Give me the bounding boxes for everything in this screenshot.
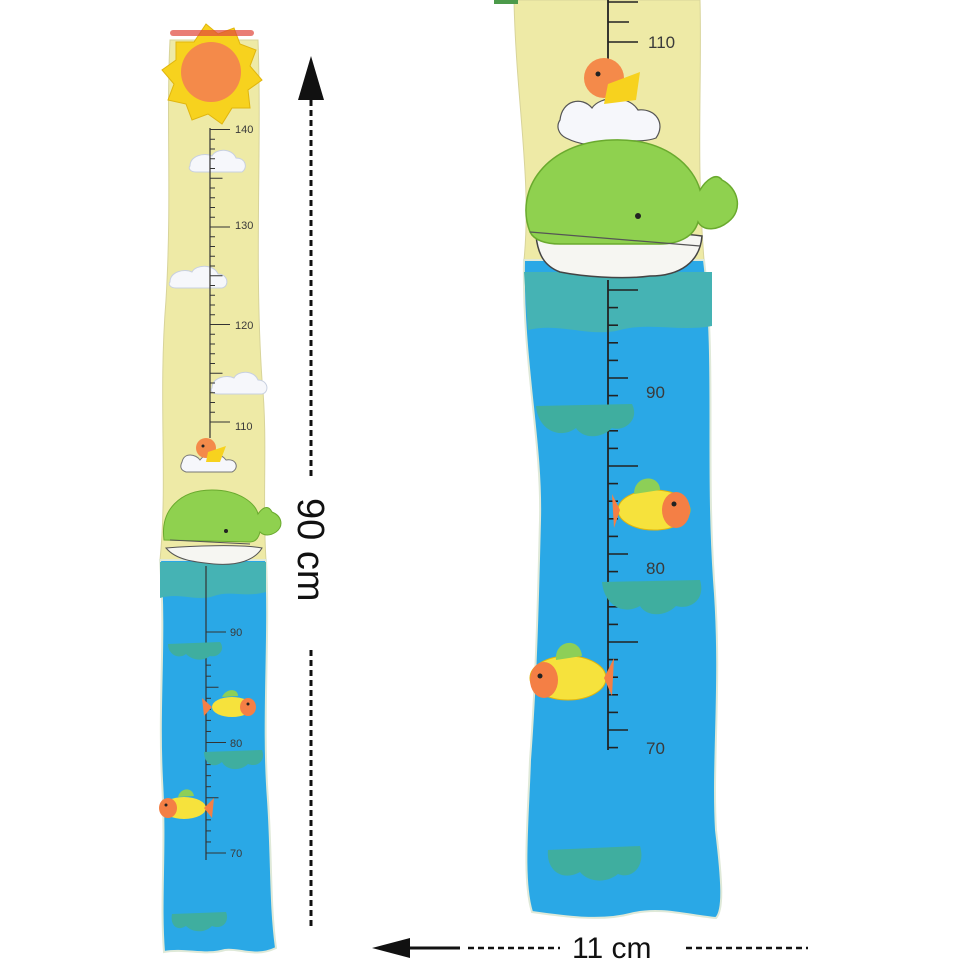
left-label-110: 110 xyxy=(235,421,253,433)
right-label-90: 90 xyxy=(646,383,665,402)
teal-cloud-icon xyxy=(171,912,228,932)
fish-icon xyxy=(529,642,614,701)
left-label-120: 120 xyxy=(235,320,253,332)
left-wave xyxy=(164,545,263,565)
left-ruler-ticks-upper xyxy=(210,129,230,423)
teal-cloud-icon xyxy=(547,846,642,881)
whale-icon xyxy=(525,139,739,247)
height-dimension: 90 cm xyxy=(289,56,331,930)
sun-icon xyxy=(161,23,263,125)
height-dimension-label: 90 cm xyxy=(289,498,331,601)
right-zoomed-chart: 110 90 80 70 xyxy=(494,0,739,920)
teal-cloud-icon xyxy=(602,580,702,615)
cloud-icon xyxy=(168,265,228,289)
left-label-70: 70 xyxy=(230,848,242,860)
left-label-130: 130 xyxy=(235,220,253,232)
whale-icon xyxy=(163,489,282,545)
fish-icon xyxy=(202,690,256,717)
width-dimension-label: 11 cm xyxy=(572,932,651,960)
left-height-chart: 140 130 120 110 90 80 70 xyxy=(158,23,282,954)
left-label-140: 140 xyxy=(235,124,253,136)
right-label-110: 110 xyxy=(648,33,675,52)
teal-cloud-icon xyxy=(536,404,635,437)
left-label-80: 80 xyxy=(230,738,242,750)
fish-icon xyxy=(159,789,214,819)
left-arrow-icon xyxy=(372,938,410,958)
bird-icon xyxy=(180,438,237,473)
right-label-70: 70 xyxy=(646,739,665,758)
right-ruler-ticks-upper xyxy=(608,1,638,43)
cloud-icon xyxy=(188,149,246,173)
fish-icon xyxy=(612,478,691,531)
teal-cloud-icon xyxy=(204,750,264,770)
teal-cloud-icon xyxy=(168,642,223,660)
up-arrow-icon xyxy=(298,56,324,100)
right-label-80: 80 xyxy=(646,559,665,578)
left-label-90: 90 xyxy=(230,627,242,639)
leaf-icon xyxy=(494,0,518,4)
bird-icon xyxy=(557,58,661,146)
width-dimension: 11 cm xyxy=(372,932,808,960)
left-water-band xyxy=(160,562,266,598)
right-water-band xyxy=(524,272,712,333)
